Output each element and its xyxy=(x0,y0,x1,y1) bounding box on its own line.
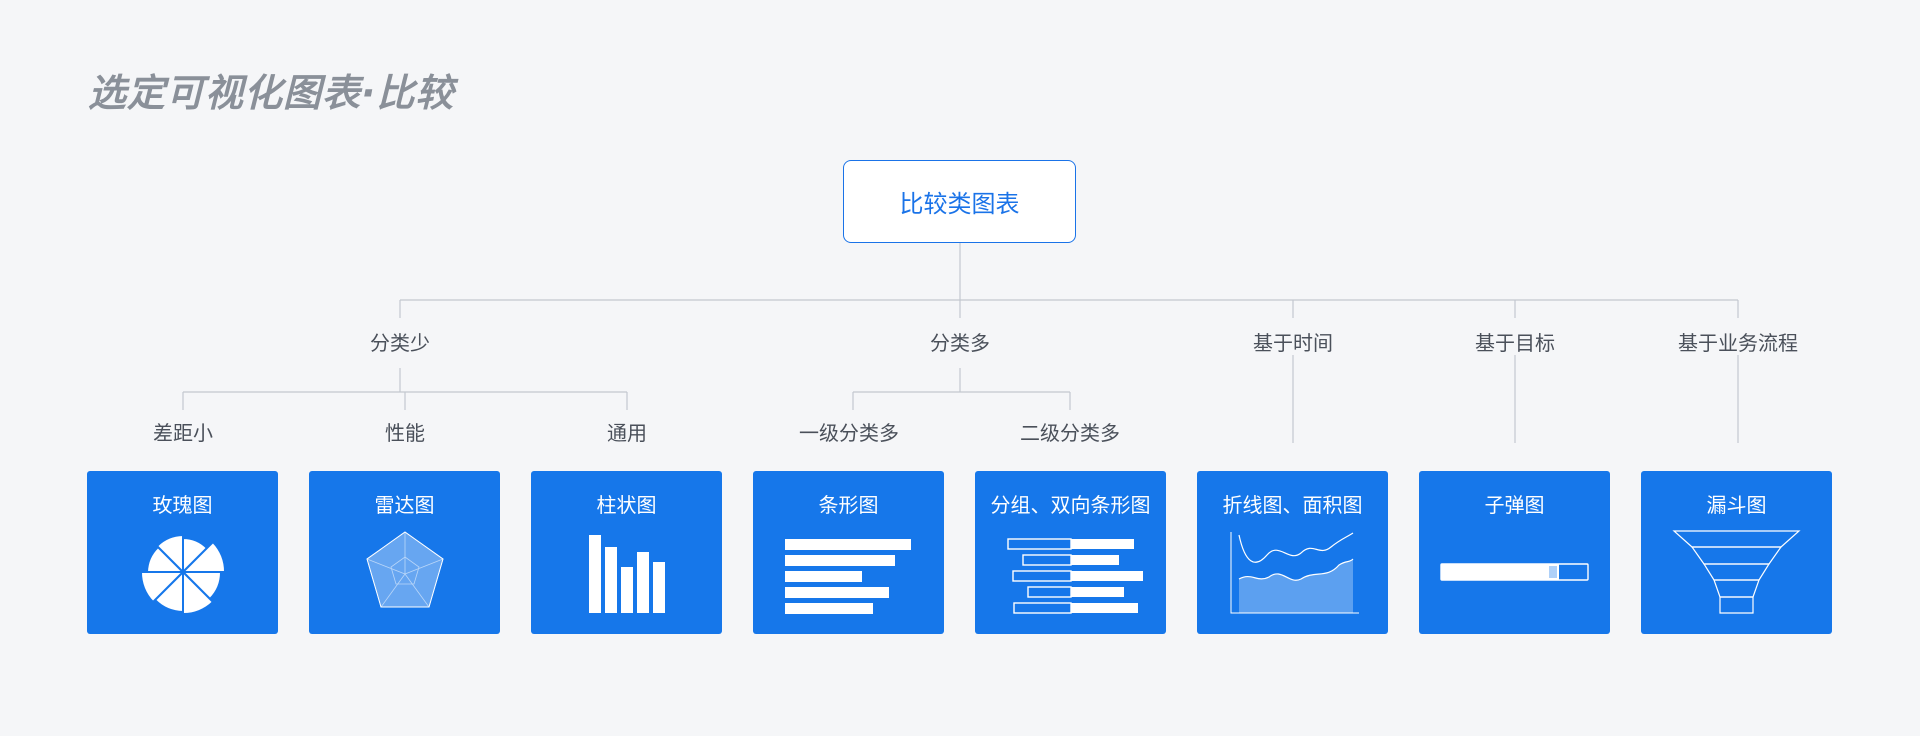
branch-process-based: 基于业务流程 xyxy=(1674,331,1802,355)
branch-target-based: 基于目标 xyxy=(1471,331,1559,355)
sub-branch-level-one: 一级分类多 xyxy=(795,421,903,445)
card-rose-chart[interactable]: 玫瑰图 xyxy=(87,471,278,634)
grouped-bar-chart-icon xyxy=(1007,538,1143,614)
rose-chart-icon xyxy=(139,533,227,616)
card-title: 子弹图 xyxy=(1484,493,1545,517)
column-chart-icon xyxy=(589,535,665,613)
card-line-area-chart[interactable]: 折线图、面积图 xyxy=(1197,471,1388,634)
card-bar-chart[interactable]: 条形图 xyxy=(753,471,944,634)
card-column-chart[interactable]: 柱状图 xyxy=(531,471,722,634)
card-radar-chart[interactable]: 雷达图 xyxy=(309,471,500,634)
funnel-chart-icon xyxy=(1672,530,1801,614)
sub-branch-general: 通用 xyxy=(603,421,651,445)
card-title: 柱状图 xyxy=(596,493,657,517)
radar-chart-icon xyxy=(366,531,444,608)
branch-many-categories: 分类多 xyxy=(926,331,994,355)
card-title: 玫瑰图 xyxy=(152,493,213,517)
card-funnel-chart[interactable]: 漏斗图 xyxy=(1641,471,1832,634)
card-bullet-chart[interactable]: 子弹图 xyxy=(1419,471,1610,634)
card-grouped-bar-chart[interactable]: 分组、双向条形图 xyxy=(975,471,1166,634)
branch-few-categories: 分类少 xyxy=(366,331,434,355)
bar-chart-icon xyxy=(785,539,911,614)
root-node: 比较类图表 xyxy=(843,160,1076,243)
page-title: 选定可视化图表·比较 xyxy=(88,71,455,115)
sub-branch-gap-small: 差距小 xyxy=(149,421,217,445)
line-area-chart-icon xyxy=(1230,532,1359,614)
card-title: 条形图 xyxy=(818,493,879,517)
card-title: 折线图、面积图 xyxy=(1222,493,1363,517)
card-title: 漏斗图 xyxy=(1706,493,1767,517)
bullet-chart-icon xyxy=(1440,563,1589,581)
card-title: 分组、双向条形图 xyxy=(990,493,1151,517)
sub-branch-level-two: 二级分类多 xyxy=(1016,421,1124,445)
sub-branch-performance: 性能 xyxy=(381,421,429,445)
card-title: 雷达图 xyxy=(374,493,435,517)
branch-time-based: 基于时间 xyxy=(1249,331,1337,355)
